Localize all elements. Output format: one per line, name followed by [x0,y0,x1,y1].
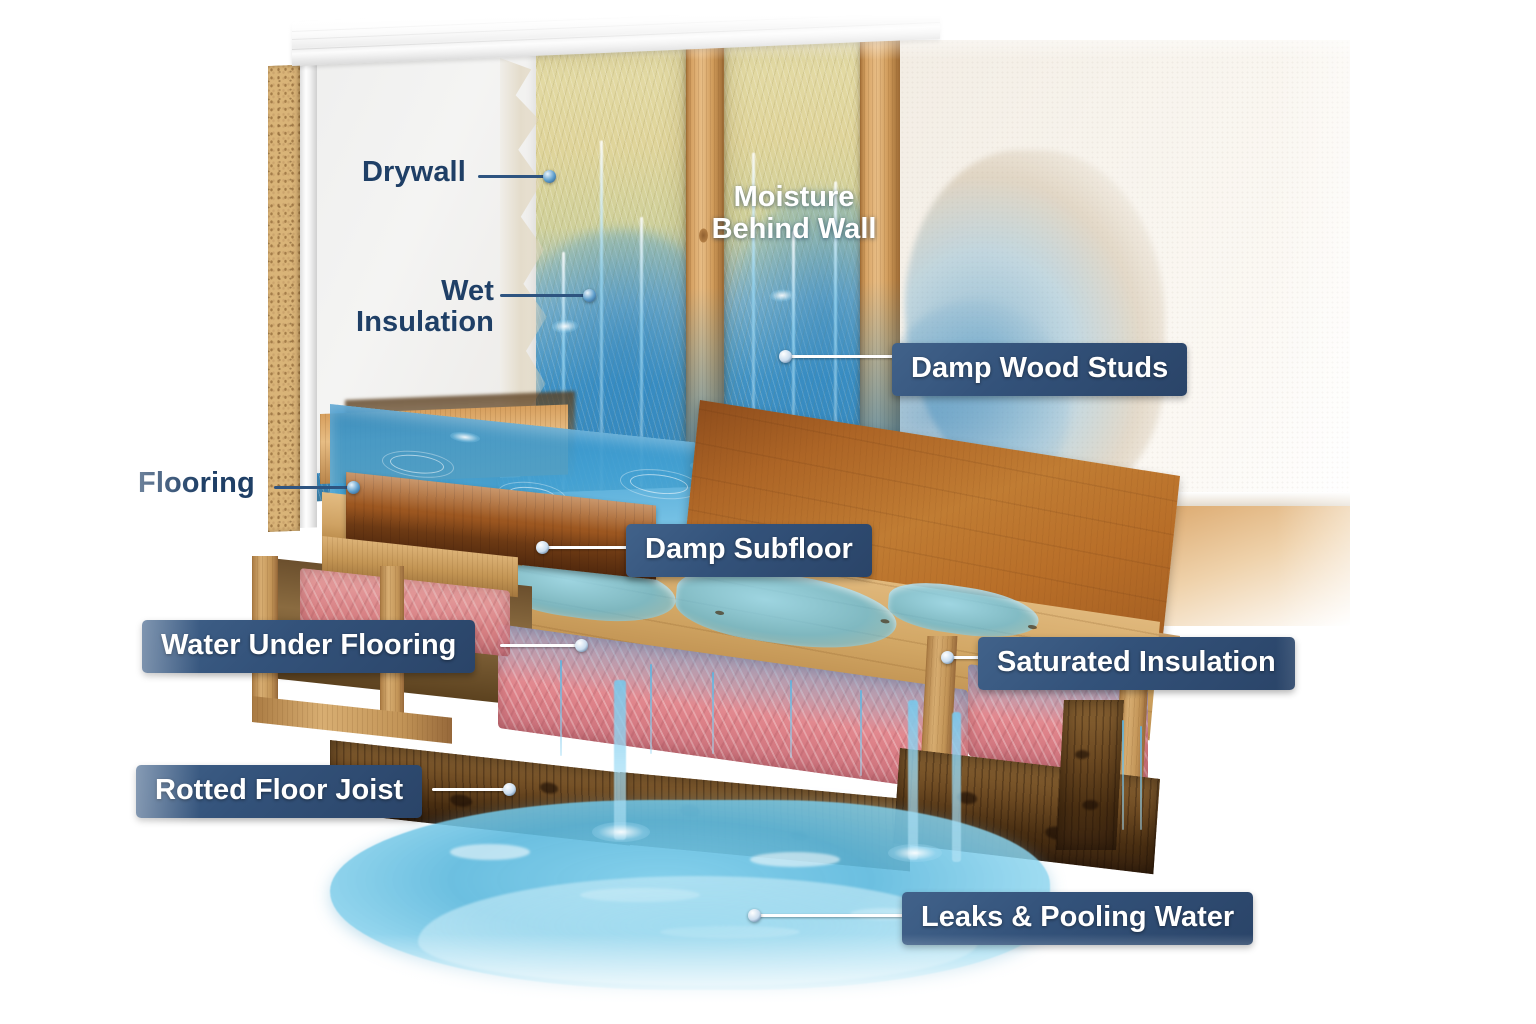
saturated-pink-insulation [498,624,968,795]
leader-drywall [478,175,552,178]
fade-top [0,0,1536,60]
pooling-water-foreground [418,876,978,986]
label-leaks-pooling-water[interactable]: Leaks & Pooling Water [902,892,1254,945]
baseboard-trim [880,492,1350,508]
leader-dot-wet-insulation [583,289,596,302]
label-moisture-behind-wall[interactable]: Moisture Behind Wall [711,181,877,246]
leader-flooring [274,486,356,489]
wall-cavity [300,38,900,503]
joist-bottom-rail-left [252,696,452,744]
leader-dot-water-under-flooring [575,639,588,652]
leader-dot-leaks-pooling-water [748,909,761,922]
drip-splash-1 [592,822,650,842]
leader-wet-insulation [500,294,592,297]
label-rotted-floor-joist[interactable]: Rotted Floor Joist [136,765,423,818]
dark-hardwood-plank [346,472,656,580]
label-wet-insulation[interactable]: Wet Insulation [356,275,494,339]
leader-water-under-flooring [500,644,582,647]
moisture-stain-on-wall [905,150,1165,500]
torn-drywall-edge [500,56,552,478]
rim-joist-left [322,536,518,598]
label-damp-wood-studs[interactable]: Damp Wood Studs [892,343,1188,396]
leader-dot-damp-subfloor [536,541,549,554]
label-damp-subfloor[interactable]: Damp Subfloor [626,524,872,577]
water-drip-thin-3 [712,672,714,754]
moisture-stain-secondary [880,300,1070,510]
water-drip-thin-1 [560,660,562,756]
label-water-under-flooring[interactable]: Water Under Flooring [142,620,476,673]
label-drywall[interactable]: Drywall [362,156,466,188]
damp-stain-wall-base [345,391,575,486]
wall-top-trim-cap [292,0,940,67]
water-drip-column-3 [952,712,961,862]
rotted-post-right [1056,700,1124,850]
leader-dot-saturated-insulation [941,651,954,664]
background-floor [880,506,1350,626]
drywall-side-edge [300,65,317,528]
rotted-beam-center [620,772,910,872]
label-flooring[interactable]: Flooring [138,467,255,499]
water-drip-thin-5 [860,690,862,776]
label-saturated-insulation[interactable]: Saturated Insulation [978,637,1295,690]
rotted-beam-right [893,748,1160,875]
leader-dot-drywall [543,170,556,183]
wall-texture [880,40,1350,510]
water-drip-thin-4 [790,680,792,758]
fade-right [1276,0,1536,1024]
osb-sheathing-strip [268,64,300,532]
leader-dot-flooring [347,481,360,494]
water-drip-thin-6 [1122,720,1124,830]
water-drip-column-2 [908,700,918,860]
drywall-panel [296,48,536,475]
leader-damp-subfloor [543,546,639,549]
water-drip-column-1 [614,680,626,840]
leader-dot-damp-wood-studs [779,350,792,363]
fade-bottom [0,934,1536,1024]
intact-painted-wall [880,40,1350,510]
water-drip-thin-7 [1140,726,1142,830]
leader-dot-rotted-floor-joist [503,783,516,796]
leader-rotted-floor-joist [432,788,510,791]
subfloor-left-edge [322,492,522,566]
water-drip-thin-2 [650,664,652,754]
leader-saturated-insulation [948,656,1002,659]
fade-left [0,0,200,1024]
drip-splash-2 [888,844,942,862]
leader-damp-wood-studs [784,355,894,358]
wall-bottom-plate [320,404,568,484]
leader-leaks-pooling-water [756,914,916,917]
